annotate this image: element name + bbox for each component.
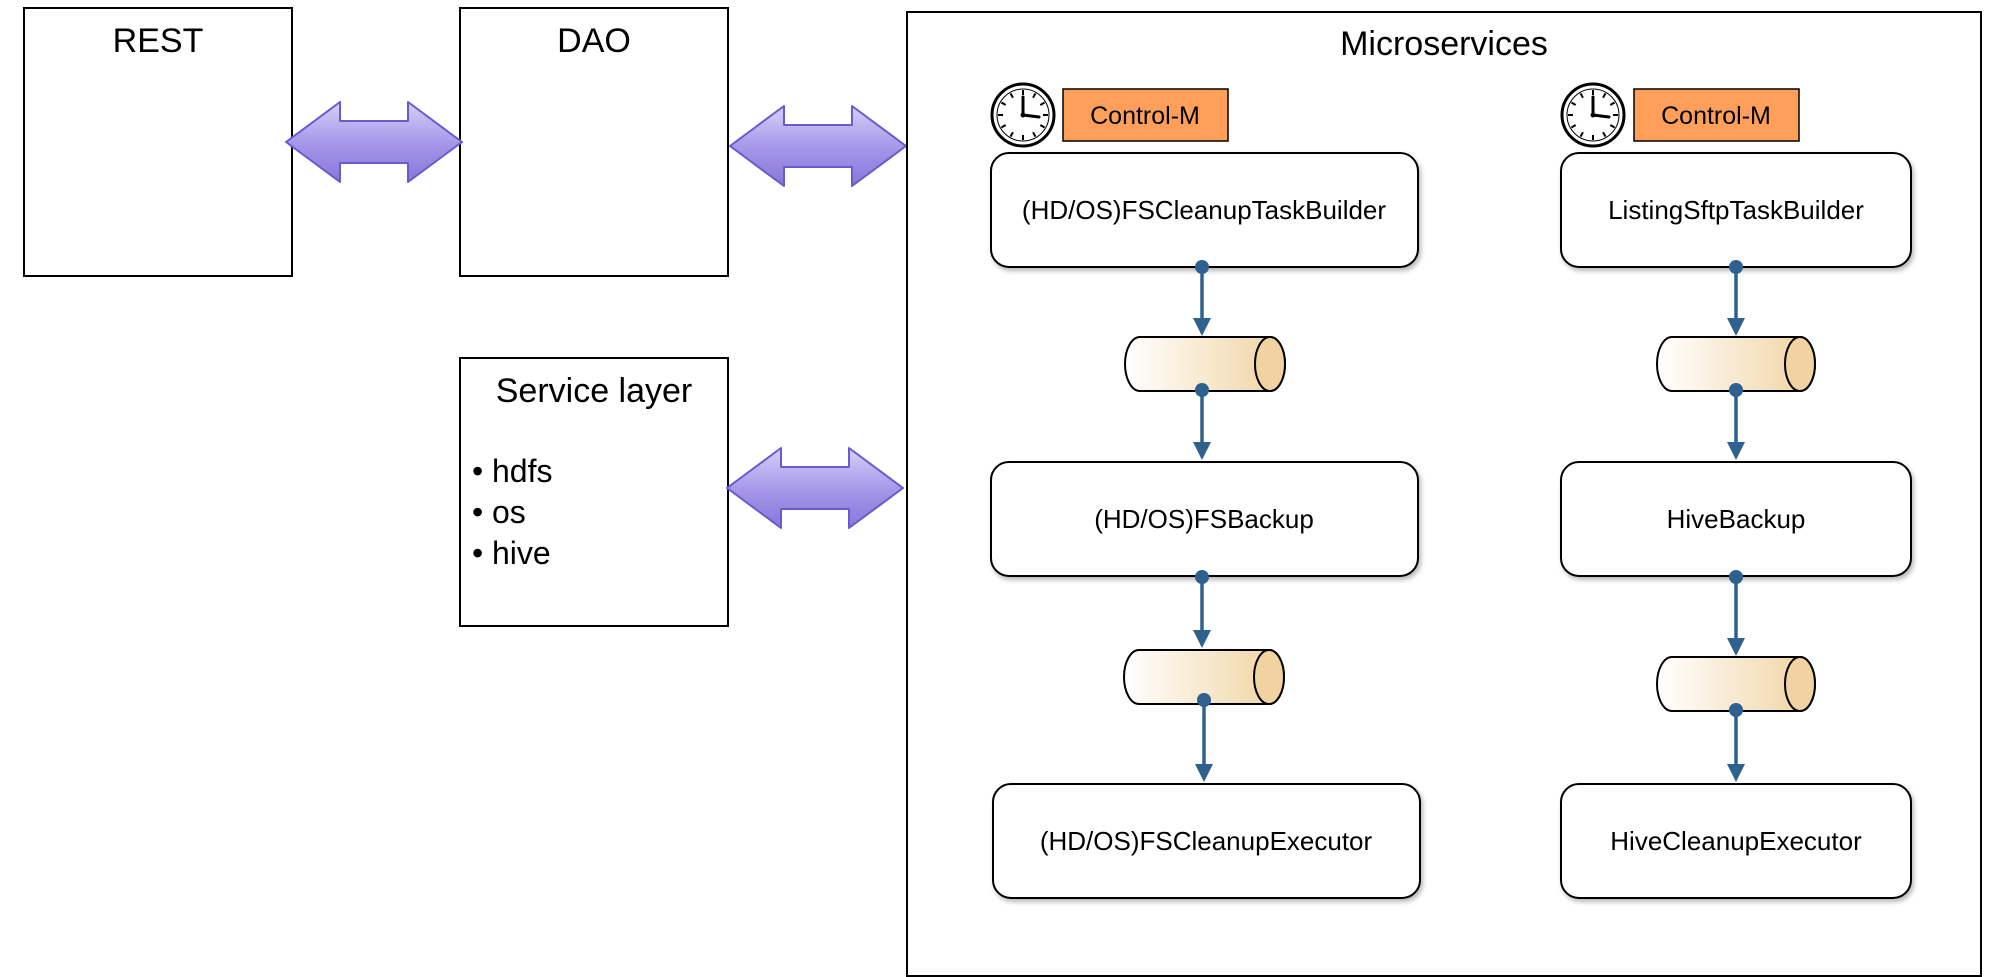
clock-icon [1560, 82, 1626, 148]
stage-box [992, 783, 1421, 899]
queue-cylinder [1124, 336, 1286, 392]
service-item-hdfs: hdfs [492, 453, 552, 489]
stage-label: (HD/OS)FSBackup [1094, 504, 1314, 534]
rest-box: REST [23, 7, 293, 277]
connector-arrow [1193, 260, 1211, 336]
service-layer-title: Service layer [496, 372, 693, 410]
stage-box [1560, 783, 1912, 899]
stage-label: HiveBackup [1667, 504, 1806, 534]
dao-microservices-double-arrow [729, 105, 907, 187]
control-m-label: Control-M [1661, 102, 1771, 130]
service-item-bullet: • [472, 494, 483, 530]
rest-dao-double-arrow [285, 101, 463, 183]
control-m-badge: Control-M [1062, 88, 1229, 142]
control-m-badge: Control-M [1633, 88, 1800, 142]
queue-cylinder [1123, 649, 1285, 705]
stage-label: ListingSftpTaskBuilder [1608, 195, 1864, 225]
control-m-label: Control-M [1090, 102, 1200, 130]
service-item-bullet: • [472, 453, 483, 489]
connector-arrow [1727, 703, 1745, 782]
connector-arrow [1195, 693, 1213, 782]
dao-title: DAO [557, 22, 631, 60]
stage-label: HiveCleanupExecutor [1610, 826, 1862, 856]
microservices-container: Microservices [906, 11, 1982, 977]
rest-title: REST [113, 22, 204, 60]
connector-arrow [1193, 570, 1211, 648]
pipeline-hive: Control-M ListingSftpTaskBuilder HiveBac… [1560, 82, 1912, 899]
service-item-os: os [492, 494, 526, 530]
connector-arrow [1727, 260, 1745, 336]
service-microservices-double-arrow [726, 447, 904, 529]
connector-arrow [1727, 383, 1745, 460]
clock-icon [990, 82, 1056, 148]
queue-cylinder [1656, 336, 1816, 392]
service-item-bullet: • [472, 535, 483, 571]
pipeline-filesystem: Control-M (HD/OS)FSCleanupTaskBuilder (H… [990, 82, 1421, 899]
service-item-hive: hive [492, 535, 551, 571]
queue-cylinder [1656, 656, 1816, 712]
service-layer-box: Service layer • hdfs • os • hive [459, 357, 729, 627]
microservices-title: Microservices [1340, 25, 1548, 63]
stage-label: (HD/OS)FSCleanupTaskBuilder [1022, 195, 1386, 225]
stage-label: (HD/OS)FSCleanupExecutor [1040, 826, 1373, 856]
connector-arrow [1727, 570, 1745, 656]
dao-box: DAO [459, 7, 729, 277]
connector-arrow [1193, 383, 1211, 460]
